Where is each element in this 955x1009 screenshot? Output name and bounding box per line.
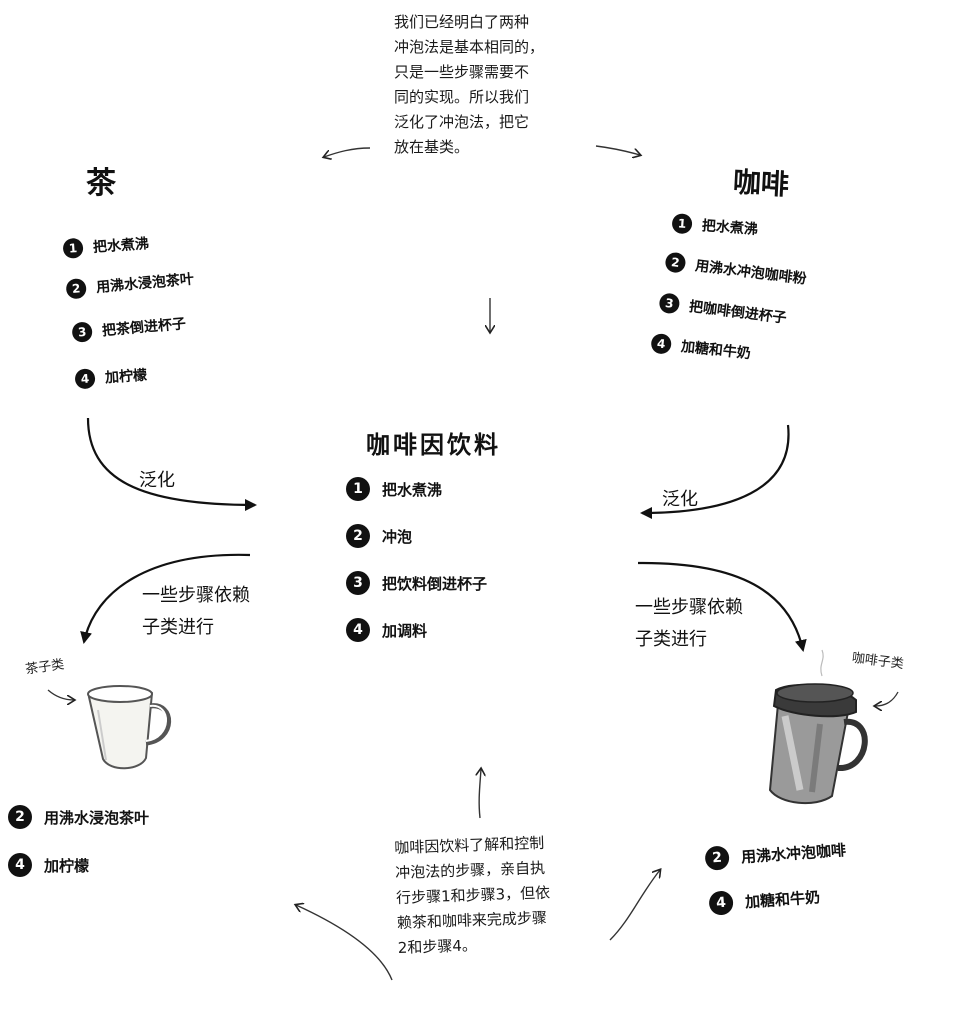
beverage-step-num: 4 (346, 618, 370, 642)
coffee-subclass-step-text: 加糖和牛奶 (744, 887, 821, 911)
tea-step-num: 1 (62, 237, 84, 259)
coffee-step-num: 2 (664, 251, 687, 274)
tea-subclass-arrow (47, 689, 74, 700)
tea-subclass-step-text: 用沸水浸泡茶叶 (44, 808, 150, 827)
beverage-step: 3 把饮料倒进杯子 (346, 571, 487, 595)
coffee-subclass-step-num: 2 (704, 845, 730, 871)
beverage-step-num: 3 (346, 571, 370, 595)
coffee-step-num: 4 (650, 332, 673, 355)
tea-mug-illustration (87, 685, 172, 770)
tea-subclass-step-num: 2 (8, 805, 32, 829)
tea-subclass-step: 2 用沸水浸泡茶叶 (8, 805, 149, 829)
beverage-title: 咖啡因饮料 (366, 431, 501, 459)
subclass-left-curve (80, 553, 251, 644)
tea-step-text: 把水煮沸 (92, 236, 150, 256)
coffee-step-num: 3 (658, 292, 681, 315)
generalize-right-curve (640, 424, 790, 519)
coffee-title: 咖啡 (732, 165, 790, 202)
beverage-step: 4 加调料 (346, 618, 427, 642)
coffee-step-text: 把水煮沸 (701, 218, 759, 238)
tea-title: 茶 (86, 166, 116, 201)
beverage-step-num: 2 (346, 524, 370, 548)
generalize-right-label: 泛化 (662, 489, 698, 510)
beverage-step-text: 加调料 (382, 621, 428, 640)
beverage-step-text: 把水煮沸 (382, 480, 443, 499)
tea-subclass-step-num: 4 (8, 853, 32, 877)
tea-subclass-step-text: 加柠檬 (44, 856, 90, 875)
bottom-note-arrow-right (609, 870, 660, 941)
coffee-subclass-step-num: 4 (708, 890, 734, 916)
subclass-left-label: 一些步骤依赖 子类进行 (142, 585, 250, 638)
coffee-step-num: 1 (671, 213, 693, 235)
bottom-note-arrow-up (479, 769, 481, 819)
tea-step-num: 4 (74, 368, 96, 390)
tea-subclass-step: 4 加柠檬 (8, 853, 89, 877)
beverage-step: 1 把水煮沸 (346, 477, 442, 501)
bottom-note: 咖啡因饮料了解和控制 冲泡法的步骤，亲自执 行步骤1和步骤3，但依 赖茶和咖啡来… (393, 833, 551, 957)
tea-step-num: 3 (71, 321, 94, 343)
generalize-left-curve (86, 417, 257, 511)
bottom-note-arrow-left (296, 905, 393, 981)
beverage-step-num: 1 (346, 477, 370, 501)
subclass-right-curve (637, 561, 807, 652)
note-arrow-right (595, 145, 640, 155)
generalize-left-label: 泛化 (139, 470, 175, 491)
coffee-subclass-arrow (875, 691, 899, 706)
tea-step-num: 2 (65, 277, 88, 300)
tea-step-text: 加柠檬 (104, 367, 148, 387)
beverage-step-text: 冲泡 (382, 527, 413, 546)
top-note: 我们已经明白了两种 冲泡法是基本相同的， 只是一些步骤需要不 同的实现。所以我们… (394, 13, 545, 156)
coffee-mug-illustration (768, 649, 868, 805)
beverage-step-text: 把饮料倒进杯子 (382, 574, 488, 593)
note-arrow-left (324, 147, 371, 157)
subclass-right-label: 一些步骤依赖 子类进行 (635, 597, 743, 650)
beverage-step: 2 冲泡 (346, 524, 412, 548)
